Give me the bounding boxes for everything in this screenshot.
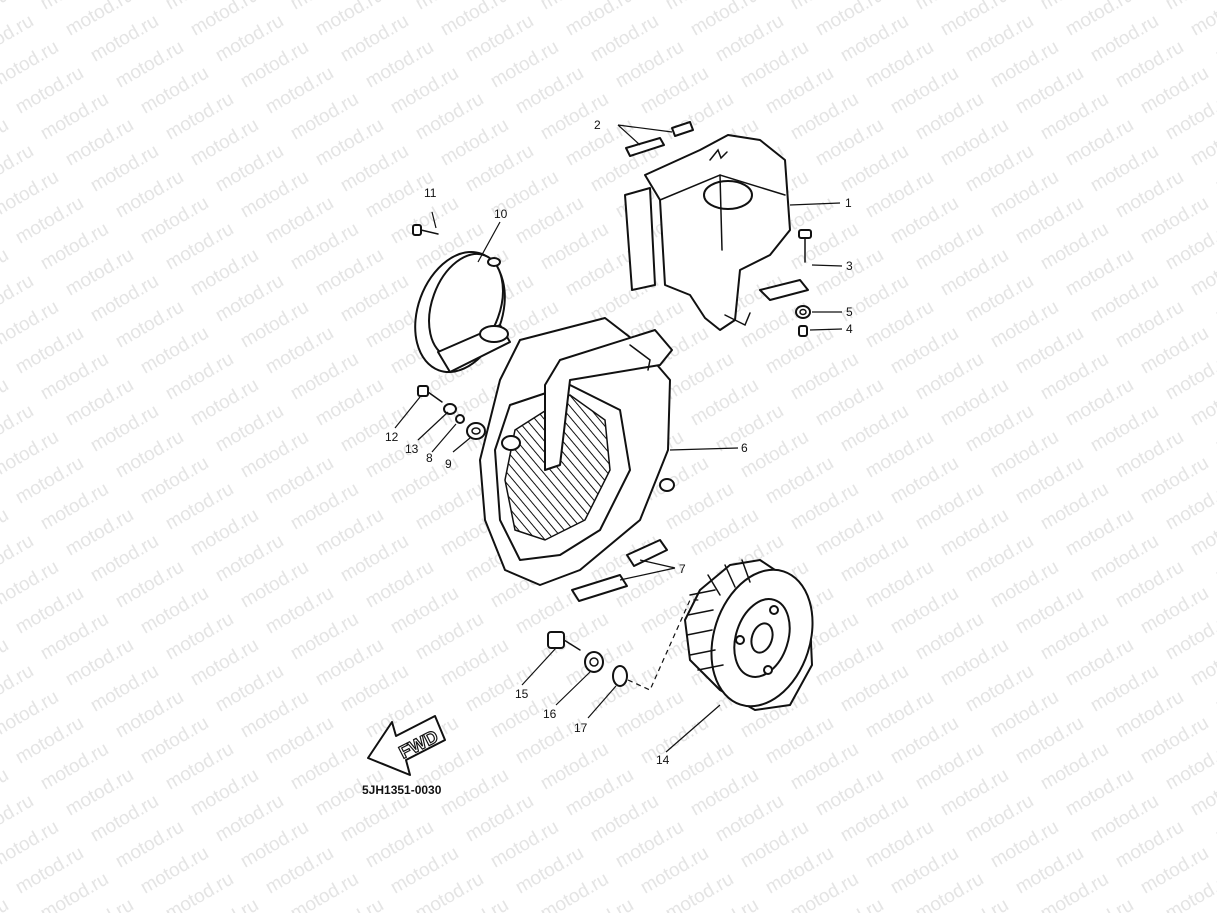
part-13-washer	[443, 403, 457, 415]
callout-6: 6	[741, 441, 748, 455]
part-7-decals	[571, 539, 668, 602]
part-8-spacer	[455, 414, 465, 424]
callout-13: 13	[405, 442, 419, 456]
diagram-code: 5JH1351-0030	[362, 783, 442, 797]
part-11-screw	[412, 224, 439, 236]
part-14-flywheel	[684, 559, 814, 711]
callout-5: 5	[846, 305, 853, 319]
part-6-fan-shroud	[479, 317, 675, 586]
callout-8: 8	[426, 451, 433, 465]
part-17-spring-washer	[612, 665, 628, 687]
callout-4: 4	[846, 322, 853, 336]
part-2-decals	[625, 121, 694, 157]
part-12-bolt	[417, 385, 443, 403]
callout-12: 12	[385, 430, 399, 444]
part-1-upper-shroud	[624, 134, 809, 331]
callout-16: 16	[543, 707, 557, 721]
callout-17: 17	[574, 721, 588, 735]
watermark-text: motod.ru	[1187, 0, 1217, 40]
part-16-washer	[584, 651, 604, 673]
fwd-arrow-icon: FWD	[367, 715, 446, 776]
callout-1: 1	[845, 196, 852, 210]
part-4-collar	[798, 325, 808, 337]
part-3-bolt	[798, 229, 812, 263]
callout-14: 14	[656, 753, 670, 767]
callout-3: 3	[846, 259, 853, 273]
assembly-line	[627, 599, 700, 691]
callout-11: 11	[424, 186, 437, 200]
part-9-grommet	[466, 422, 486, 440]
callout-2: 2	[594, 118, 601, 132]
callout-9: 9	[445, 457, 452, 471]
watermark-text: motod.ru	[0, 895, 12, 913]
callout-7: 7	[679, 562, 686, 576]
callout-10: 10	[494, 207, 508, 221]
callout-labels: 2 1 3 5 4 6 7 11 10 12 13 8 9 15 16 17 1…	[385, 118, 853, 767]
part-10-fan-cover	[414, 250, 511, 374]
leader-lines	[394, 124, 843, 753]
callout-15: 15	[515, 687, 529, 701]
part-5-grommet	[795, 305, 811, 319]
